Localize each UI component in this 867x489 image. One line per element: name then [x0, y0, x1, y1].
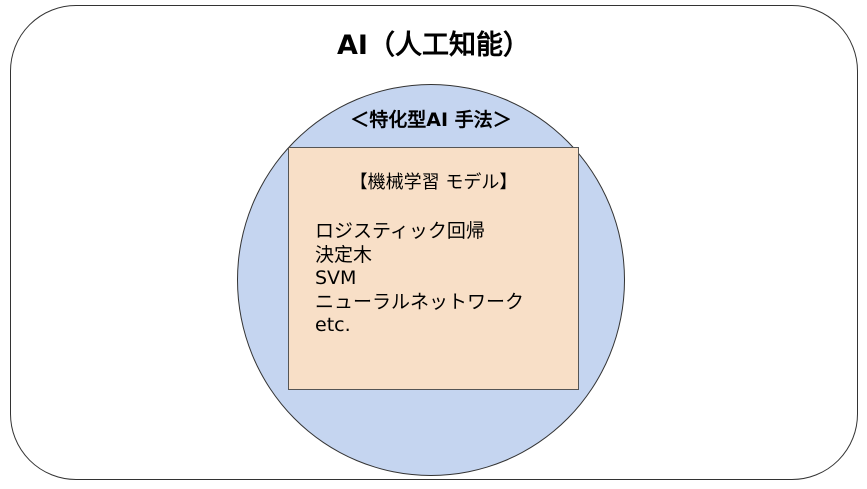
model-item-neural-network: ニューラルネットワーク [315, 290, 525, 313]
model-item-decision-tree: 決定木 [315, 243, 373, 266]
model-item-svm: SVM [315, 267, 357, 289]
model-item-logistic-regression: ロジスティック回帰 [315, 220, 485, 242]
ai-title: AI（人工知能） [337, 30, 530, 61]
ml-models-box: 【機械学習 モデル】 ロジスティック回帰 決定木 SVM ニューラルネットワーク… [288, 147, 579, 390]
model-list: ロジスティック回帰 決定木 SVM ニューラルネットワーク etc. [315, 220, 524, 338]
specialized-ai-subtitle: ＜特化型AI 手法＞ [350, 109, 512, 131]
ml-models-title: 【機械学習 モデル】 [349, 172, 518, 193]
model-item-etc: etc. [315, 314, 351, 336]
